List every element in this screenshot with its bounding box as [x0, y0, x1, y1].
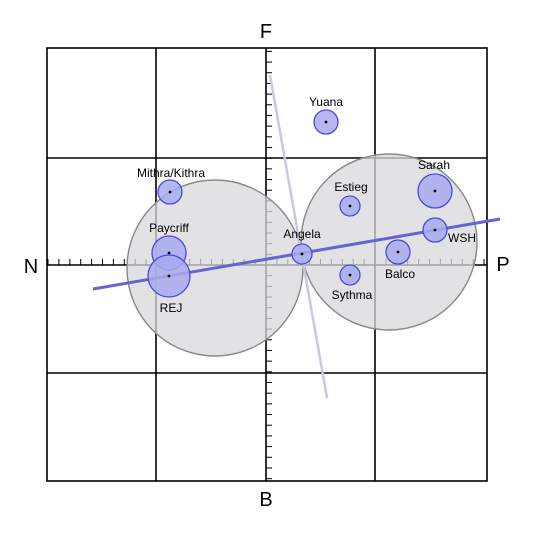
node-label-paycriff: Paycriff: [149, 221, 189, 235]
axis-label-left: N: [24, 256, 38, 278]
nodes: Yuana Mithra/Kithra Sarah Estieg Paycrif…: [137, 95, 476, 315]
node-label-balco: Balco: [385, 267, 415, 281]
node-angela[interactable]: Angela: [283, 227, 321, 265]
node-sythma[interactable]: Sythma: [332, 264, 373, 302]
node-label-angela: Angela: [283, 227, 321, 241]
axis-label-bottom: B: [259, 489, 272, 511]
node-sarah[interactable]: Sarah: [417, 158, 453, 209]
node-label-rej: REJ: [160, 301, 183, 315]
faint-trend-line: [268, 74, 329, 399]
node-mithra-kithra[interactable]: Mithra/Kithra: [137, 166, 205, 205]
node-label-estieg: Estieg: [334, 180, 367, 194]
axis-label-top: F: [260, 21, 272, 43]
node-rej[interactable]: REJ: [147, 254, 191, 315]
node-label-sarah: Sarah: [418, 158, 450, 172]
node-yuana[interactable]: Yuana: [309, 95, 343, 135]
node-label-mithra-kithra: Mithra/Kithra: [137, 166, 205, 180]
node-balco[interactable]: Balco: [385, 239, 415, 281]
node-label-yuana: Yuana: [309, 95, 343, 109]
axis-label-right: P: [496, 254, 509, 276]
node-label-wsh: WSH: [448, 231, 476, 245]
node-estieg[interactable]: Estieg: [334, 180, 368, 217]
node-label-sythma: Sythma: [332, 288, 373, 302]
node-wsh[interactable]: WSH: [422, 217, 476, 245]
